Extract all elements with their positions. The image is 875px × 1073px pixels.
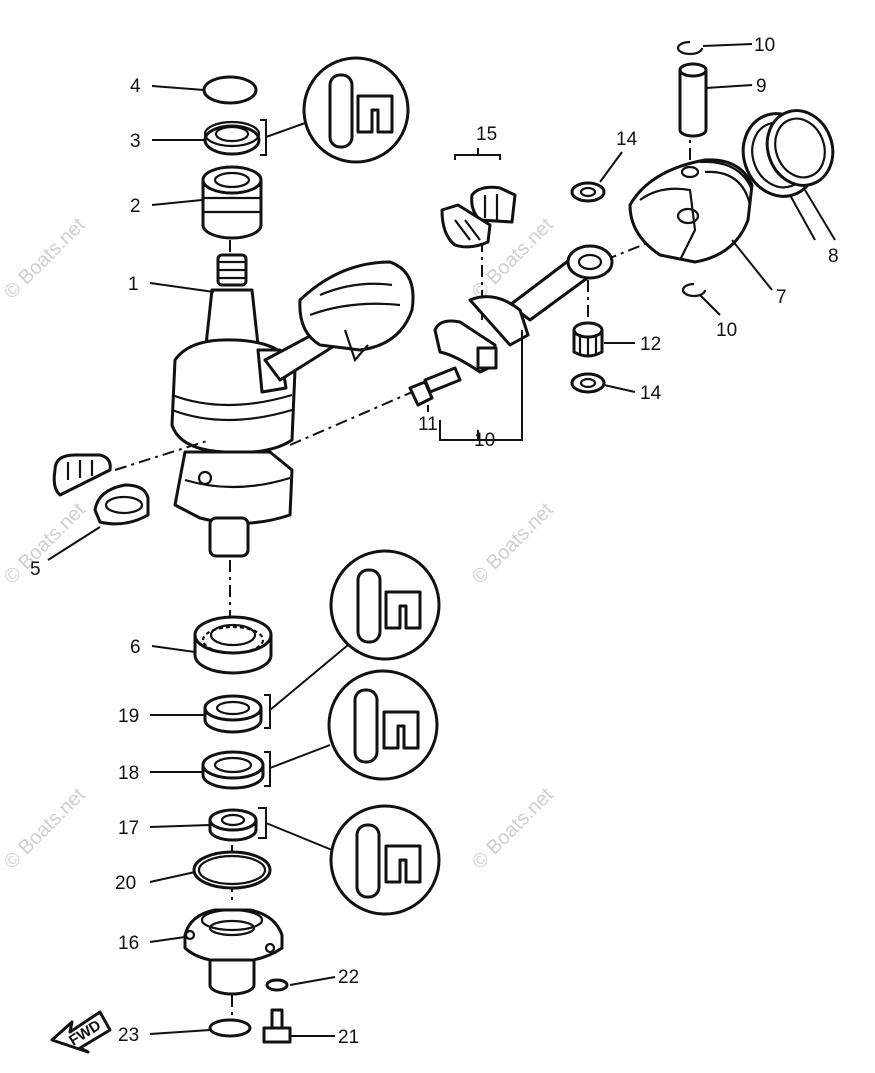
- callout-19: 19: [118, 706, 139, 727]
- grease-icon: [328, 73, 394, 149]
- callout-17: 17: [118, 818, 139, 839]
- part-11-connecting-rod: [433, 244, 614, 374]
- part-15-needle-bearing: [440, 185, 517, 249]
- part-17-oil-seal: [208, 808, 258, 842]
- callout-4: 4: [130, 76, 141, 97]
- callout-2: 2: [130, 196, 141, 217]
- part-18-oil-seal: [201, 750, 265, 790]
- callout-3: 3: [130, 131, 141, 152]
- callout-14-bottom: 14: [640, 383, 662, 404]
- watermark: © Boats.net: [0, 214, 90, 304]
- watermark: © Boats.net: [468, 784, 558, 874]
- callout-18: 18: [118, 763, 139, 784]
- callout-10-bottom: 10: [716, 320, 737, 341]
- brackets: [258, 119, 523, 839]
- callout-8: 8: [828, 246, 839, 267]
- callout-labels: 4 3 2 1 5 6 19 18 17 20 16 23 22 21 10 9…: [30, 35, 839, 1048]
- callout-20: 20: [115, 873, 136, 894]
- part-20-oring: [192, 850, 272, 890]
- watermark: © Boats.net: [468, 499, 558, 589]
- callout-23: 23: [118, 1025, 139, 1046]
- grease-callout-top: [265, 56, 410, 164]
- callout-21: 21: [338, 1027, 359, 1048]
- fwd-direction-marker: FWD: [50, 1010, 112, 1054]
- part-12-bolt: [408, 366, 462, 407]
- part-4-oring: [202, 75, 258, 105]
- part-9-piston-pin: [678, 62, 708, 138]
- callout-9: 9: [756, 76, 767, 97]
- grease-callout-17: [265, 804, 441, 916]
- part-2-bearing: [201, 165, 263, 240]
- callout-5: 5: [30, 559, 41, 580]
- callout-6: 6: [130, 637, 141, 658]
- callout-1: 1: [128, 274, 139, 295]
- part-10-clip-top: [676, 40, 704, 56]
- callout-22: 22: [338, 967, 359, 988]
- grease-icon: [356, 568, 422, 644]
- watermark: © Boats.net: [0, 499, 90, 589]
- callout-11: 10: [474, 430, 495, 451]
- part-6-ball-bearing: [193, 615, 273, 675]
- part-13-small-end-bearing: [572, 321, 604, 358]
- grease-callout-19: [269, 549, 441, 711]
- grease-icon: [353, 688, 420, 764]
- part-3-oil-seal: [203, 120, 261, 156]
- callout-12: 11: [418, 414, 438, 435]
- watermark: © Boats.net: [0, 784, 90, 874]
- part-19-oil-seal: [203, 694, 263, 734]
- part-16-lower-housing: [183, 908, 284, 996]
- part-7-piston: [628, 158, 754, 264]
- part-10-clip-bottom: [681, 282, 707, 298]
- part-14-washer-bottom: [570, 372, 606, 394]
- part-5-needle-bearing: [52, 453, 150, 526]
- part-1-crankshaft: [170, 253, 297, 558]
- assembled-piston-rod: [263, 260, 415, 382]
- part-21-screw: [262, 1008, 292, 1044]
- part-22-washer: [265, 978, 289, 992]
- grease-callout-18: [269, 669, 439, 781]
- part-23-oring: [208, 1018, 252, 1038]
- callout-13: 12: [640, 334, 661, 355]
- part-14-washer-top: [570, 181, 606, 203]
- leader-lines: [47, 43, 836, 1037]
- watermarks: © Boats.net © Boats.net © Boats.net © Bo…: [0, 214, 558, 874]
- grease-icon: [355, 823, 422, 899]
- callout-7: 7: [776, 287, 787, 308]
- callout-10-top: 10: [754, 35, 775, 56]
- callout-14-top: 14: [616, 129, 638, 150]
- callout-15: 15: [476, 124, 497, 145]
- callout-16: 16: [118, 933, 139, 954]
- part-8-piston-rings: [741, 109, 835, 198]
